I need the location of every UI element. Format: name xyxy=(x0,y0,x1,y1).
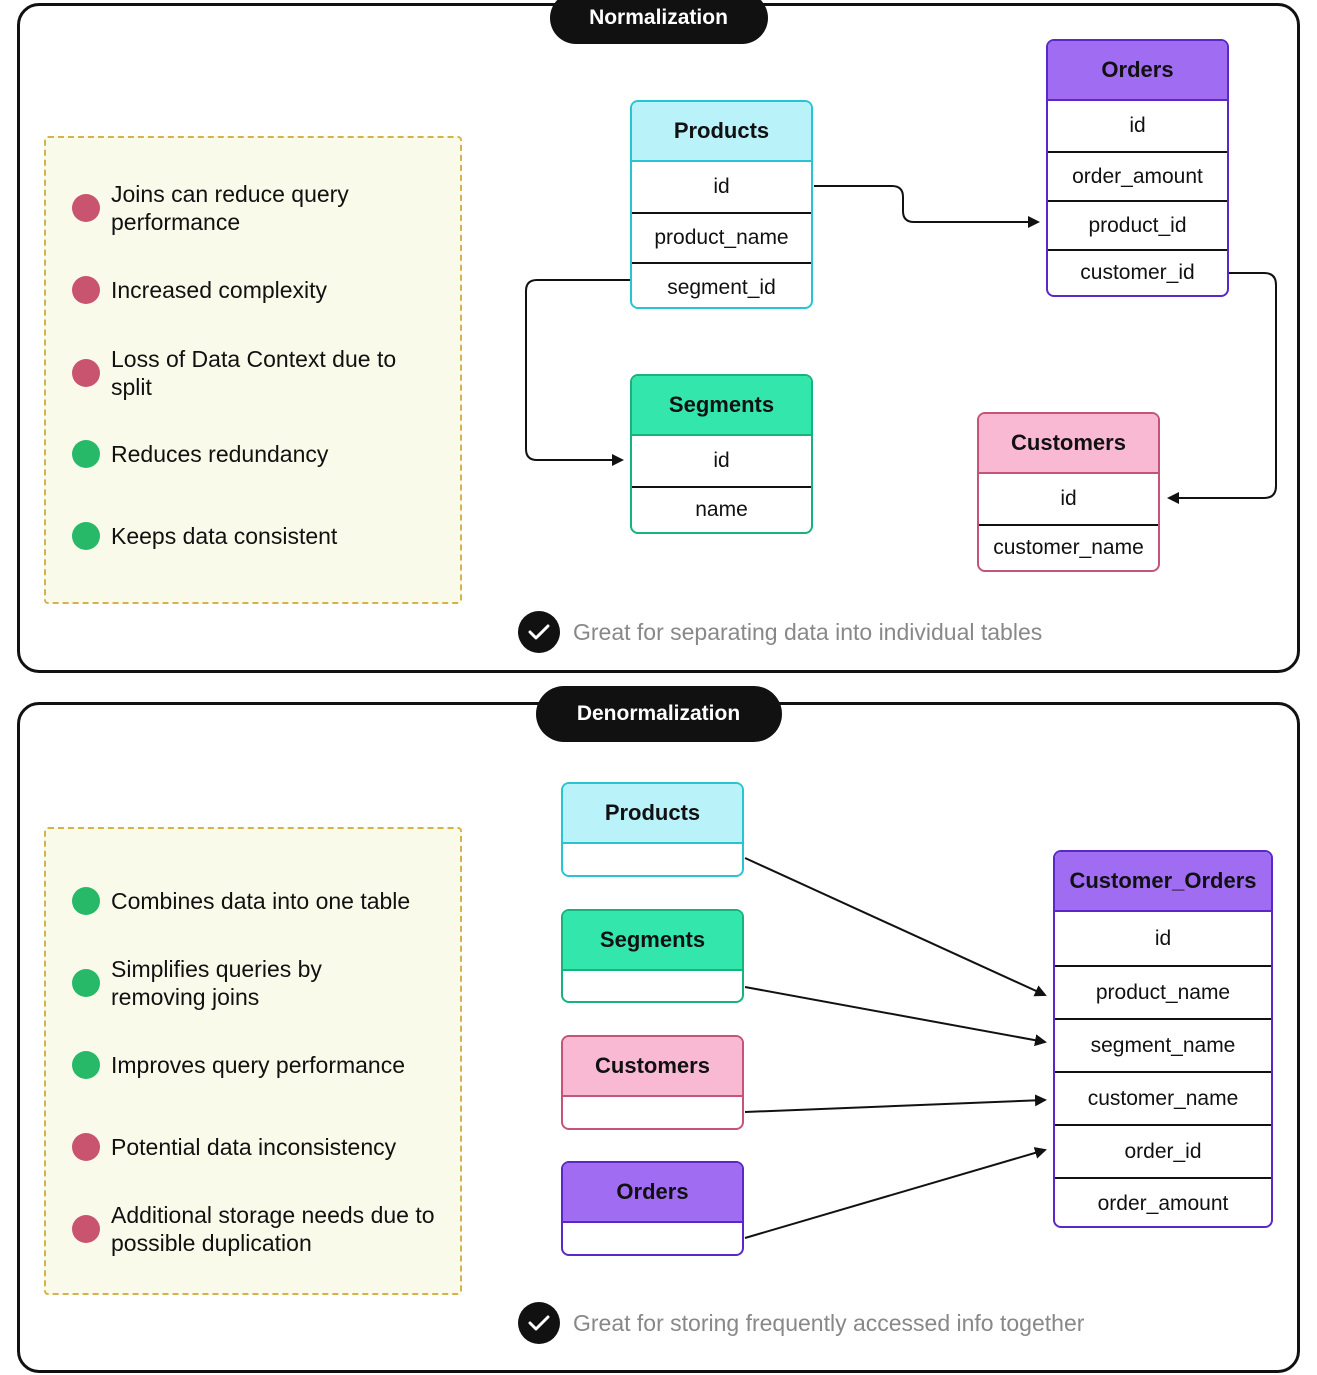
positive-dot-icon xyxy=(72,522,100,550)
table-field: customer_name xyxy=(979,524,1158,570)
table-field: id xyxy=(1154,926,1172,950)
customers-source-table: Customers xyxy=(561,1035,744,1130)
customer-orders-table: Customer_Orders id product_name segment_… xyxy=(1053,850,1273,1228)
positive-dot-icon xyxy=(72,1051,100,1079)
table-field: id xyxy=(713,449,730,472)
table-field: segment_id xyxy=(632,262,811,307)
check-icon xyxy=(518,1302,560,1344)
positive-dot-icon xyxy=(72,969,100,997)
note-text: Joins can reduce query performance xyxy=(111,181,349,235)
note-text: Additional storage needs due to possible… xyxy=(111,1202,435,1256)
table-field: customer_name xyxy=(1055,1071,1271,1124)
customers-table: Customers id customer_name xyxy=(977,412,1160,572)
table-field: product_name xyxy=(1055,965,1271,1018)
note-item: Simplifies queries by removing joins xyxy=(72,955,452,1011)
segments-table: Segments id name xyxy=(630,374,813,534)
table-field: id xyxy=(1129,114,1146,137)
note-item: Improves query performance xyxy=(72,1051,452,1079)
note-text: Simplifies queries by removing joins xyxy=(111,956,322,1010)
negative-dot-icon xyxy=(72,1215,100,1243)
positive-dot-icon xyxy=(72,887,100,915)
table-field: product_name xyxy=(632,212,811,262)
table-field: customer_id xyxy=(1048,249,1227,295)
note-text: Loss of Data Context due to split xyxy=(111,346,397,400)
footer-text: Great for separating data into individua… xyxy=(573,618,1043,645)
table-header: Customer_Orders xyxy=(1055,852,1271,912)
positive-dot-icon xyxy=(72,440,100,468)
table-header: Segments xyxy=(632,376,811,436)
table-field: order_amount xyxy=(1055,1177,1271,1226)
negative-dot-icon xyxy=(72,359,100,387)
negative-dot-icon xyxy=(72,194,100,222)
normalization-notes: Joins can reduce query performance Incre… xyxy=(44,136,462,604)
table-field: product_id xyxy=(1048,200,1227,249)
negative-dot-icon xyxy=(72,276,100,304)
products-source-table: Products xyxy=(561,782,744,877)
table-field: name xyxy=(632,486,811,532)
denormalization-footer: Great for storing frequently accessed in… xyxy=(518,1302,1084,1344)
note-item: Loss of Data Context due to split xyxy=(72,345,452,401)
table-header: Products xyxy=(632,102,811,162)
note-item: Additional storage needs due to possible… xyxy=(72,1201,452,1257)
note-text: Reduces redundancy xyxy=(111,441,329,467)
table-field: segment_name xyxy=(1055,1018,1271,1071)
normalization-title: Normalization xyxy=(549,0,768,44)
table-field: id xyxy=(713,175,730,198)
table-header: Products xyxy=(563,784,742,844)
note-item: Reduces redundancy xyxy=(72,440,452,468)
table-field: order_id xyxy=(1055,1124,1271,1177)
segments-source-table: Segments xyxy=(561,909,744,1003)
note-text: Increased complexity xyxy=(111,277,328,303)
orders-table: Orders id order_amount product_id custom… xyxy=(1046,39,1229,297)
note-item: Potential data inconsistency xyxy=(72,1133,452,1161)
table-header: Customers xyxy=(563,1037,742,1097)
note-text: Keeps data consistent xyxy=(111,523,338,549)
denormalization-title: Denormalization xyxy=(535,686,782,742)
orders-source-table: Orders xyxy=(561,1161,744,1256)
table-header: Orders xyxy=(1048,41,1227,101)
table-header: Segments xyxy=(563,911,742,971)
note-text: Potential data inconsistency xyxy=(111,1134,397,1160)
note-text: Combines data into one table xyxy=(111,888,411,914)
note-item: Keeps data consistent xyxy=(72,522,452,550)
note-item: Joins can reduce query performance xyxy=(72,180,452,236)
normalization-footer: Great for separating data into individua… xyxy=(518,611,1042,653)
note-text: Improves query performance xyxy=(111,1052,406,1078)
table-header: Customers xyxy=(979,414,1158,474)
products-table: Products id product_name segment_id xyxy=(630,100,813,309)
note-item: Combines data into one table xyxy=(72,887,452,915)
table-field: order_amount xyxy=(1048,151,1227,200)
note-item: Increased complexity xyxy=(72,276,452,304)
negative-dot-icon xyxy=(72,1133,100,1161)
check-icon xyxy=(518,611,560,653)
table-header: Orders xyxy=(563,1163,742,1223)
footer-text: Great for storing frequently accessed in… xyxy=(573,1309,1085,1336)
table-field: id xyxy=(1060,487,1077,510)
denormalization-notes: Combines data into one table Simplifies … xyxy=(44,827,462,1295)
